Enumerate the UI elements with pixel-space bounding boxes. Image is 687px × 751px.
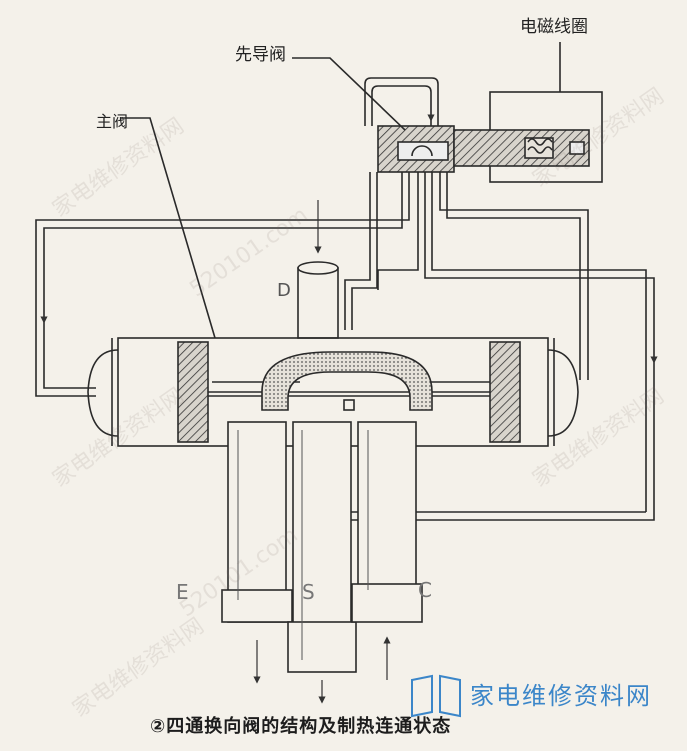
pilot-plunger [453, 129, 590, 167]
main-leader [120, 117, 216, 339]
brand-logo [411, 674, 461, 718]
pipe-s [292, 421, 352, 655]
pilot-leader [292, 57, 406, 131]
brand-watermark: 家电维修资料网 [470, 682, 652, 710]
port-c-label: C [418, 578, 432, 602]
port-e-label: E [176, 580, 189, 604]
pilot-valve-label: 先导阀 [235, 45, 286, 65]
main-valve-label: 主阀 [96, 112, 129, 131]
left-piston [177, 341, 209, 443]
figure-caption: ②四通换向阀的结构及制热连通状态 [150, 716, 452, 737]
port-s-label: S [302, 580, 315, 604]
discharge-pipe-d [297, 267, 339, 339]
port-d-label: D [277, 280, 291, 301]
right-piston [489, 341, 521, 443]
pipe-c [357, 421, 417, 593]
slide-block [261, 351, 433, 411]
solenoid-coil-label: 电磁线圈 [520, 17, 588, 37]
pilot-slide [397, 141, 449, 161]
